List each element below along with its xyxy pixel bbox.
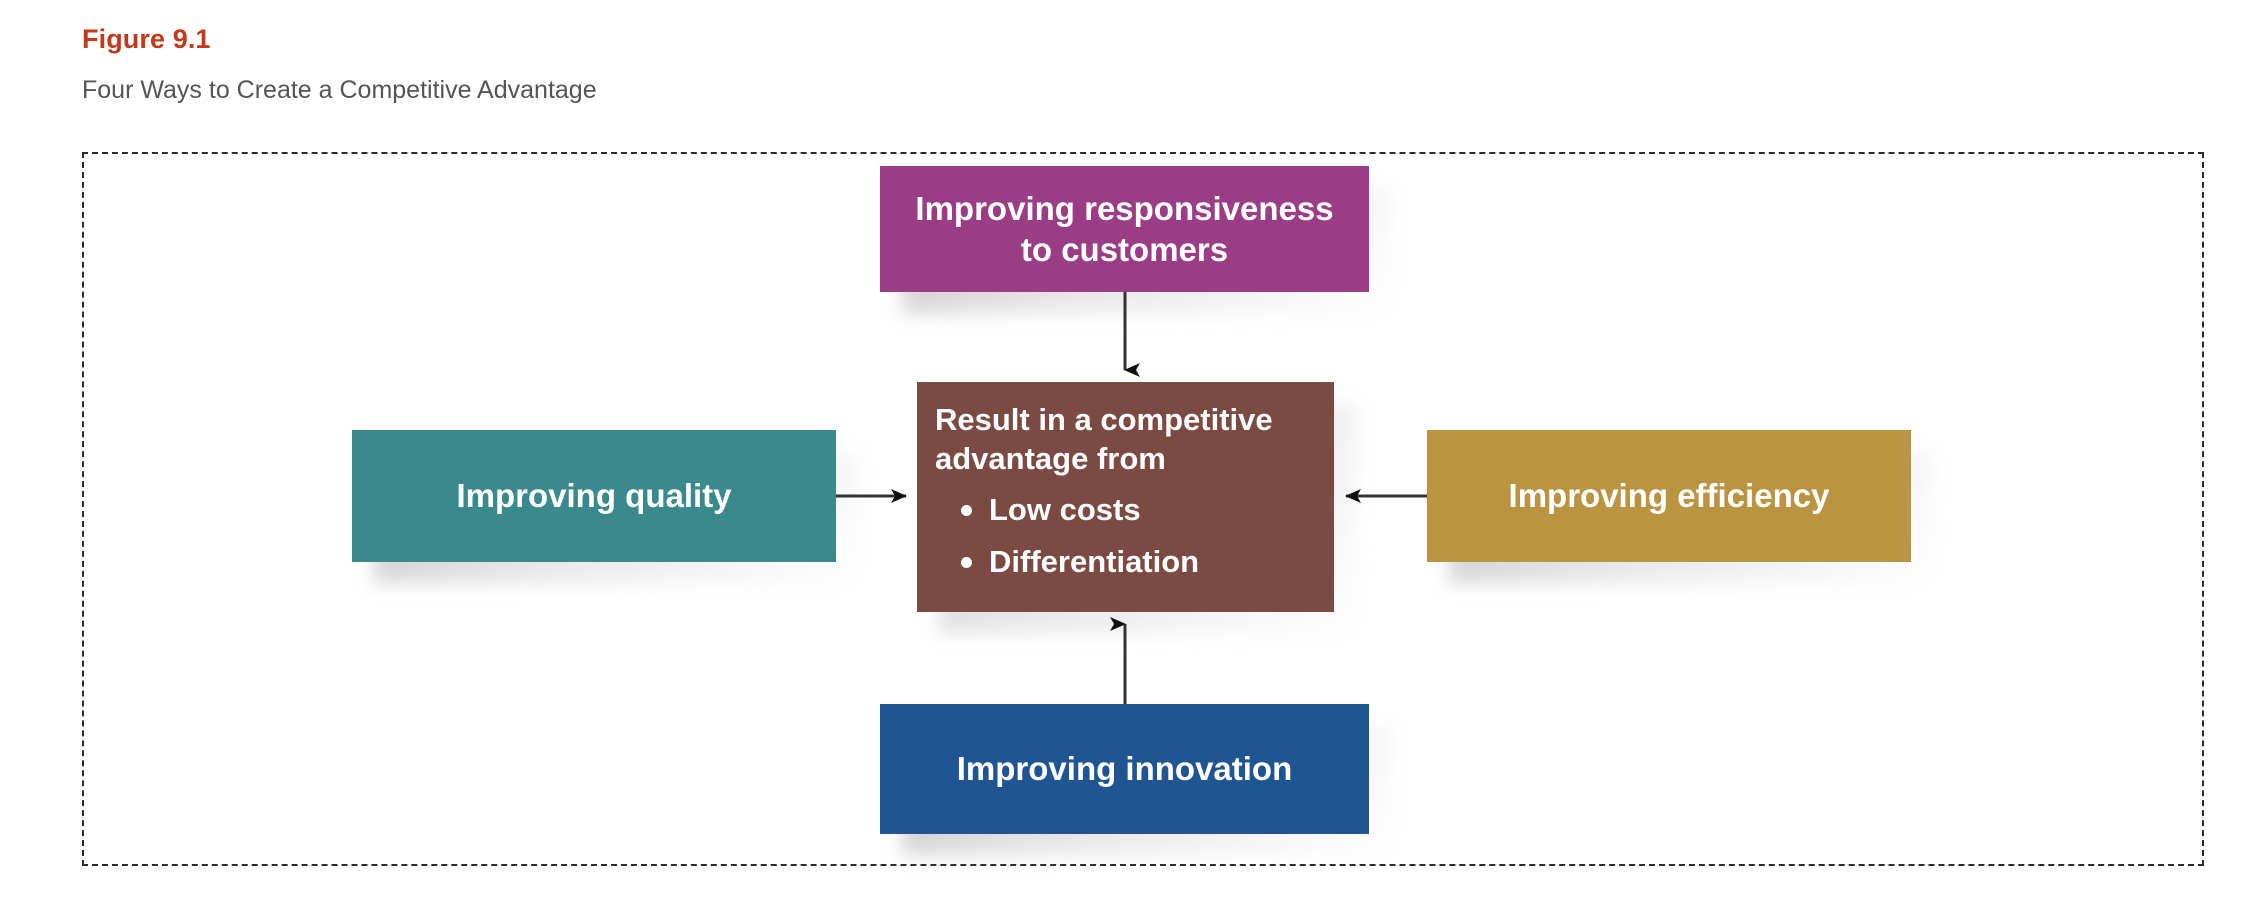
node-competitive-advantage-result[interactable]: Result in a competitive advantage from L… [917, 382, 1334, 612]
node-improving-quality[interactable]: Improving quality [352, 430, 836, 562]
diagram-frame: Improving responsiveness to customers Im… [82, 152, 2204, 866]
node-improving-innovation[interactable]: Improving innovation [880, 704, 1369, 834]
result-bullet-item: Low costs [957, 490, 1320, 530]
node-efficiency-label: Improving efficiency [1508, 477, 1830, 514]
node-responsiveness-line2: to customers [1020, 231, 1229, 268]
node-responsiveness-line1: Improving responsiveness [915, 190, 1334, 227]
diagram-canvas: Improving responsiveness to customers Im… [84, 154, 2206, 868]
node-improving-efficiency[interactable]: Improving efficiency [1427, 430, 1911, 562]
result-bullet-list: Low costs Differentiation [935, 490, 1320, 582]
figure-caption: Four Ways to Create a Competitive Advant… [82, 76, 597, 104]
result-heading: Result in a competitive advantage from [935, 402, 1273, 476]
node-innovation-label: Improving innovation [956, 750, 1293, 787]
result-bullet-item: Differentiation [957, 542, 1320, 582]
node-quality-label: Improving quality [456, 477, 732, 514]
node-responsiveness-label: Improving responsiveness to customers [915, 188, 1333, 270]
node-improving-responsiveness[interactable]: Improving responsiveness to customers [880, 166, 1369, 292]
figure-number-label: Figure 9.1 [82, 24, 211, 54]
figure-header: Figure 9.1 Four Ways to Create a Competi… [82, 22, 1482, 106]
